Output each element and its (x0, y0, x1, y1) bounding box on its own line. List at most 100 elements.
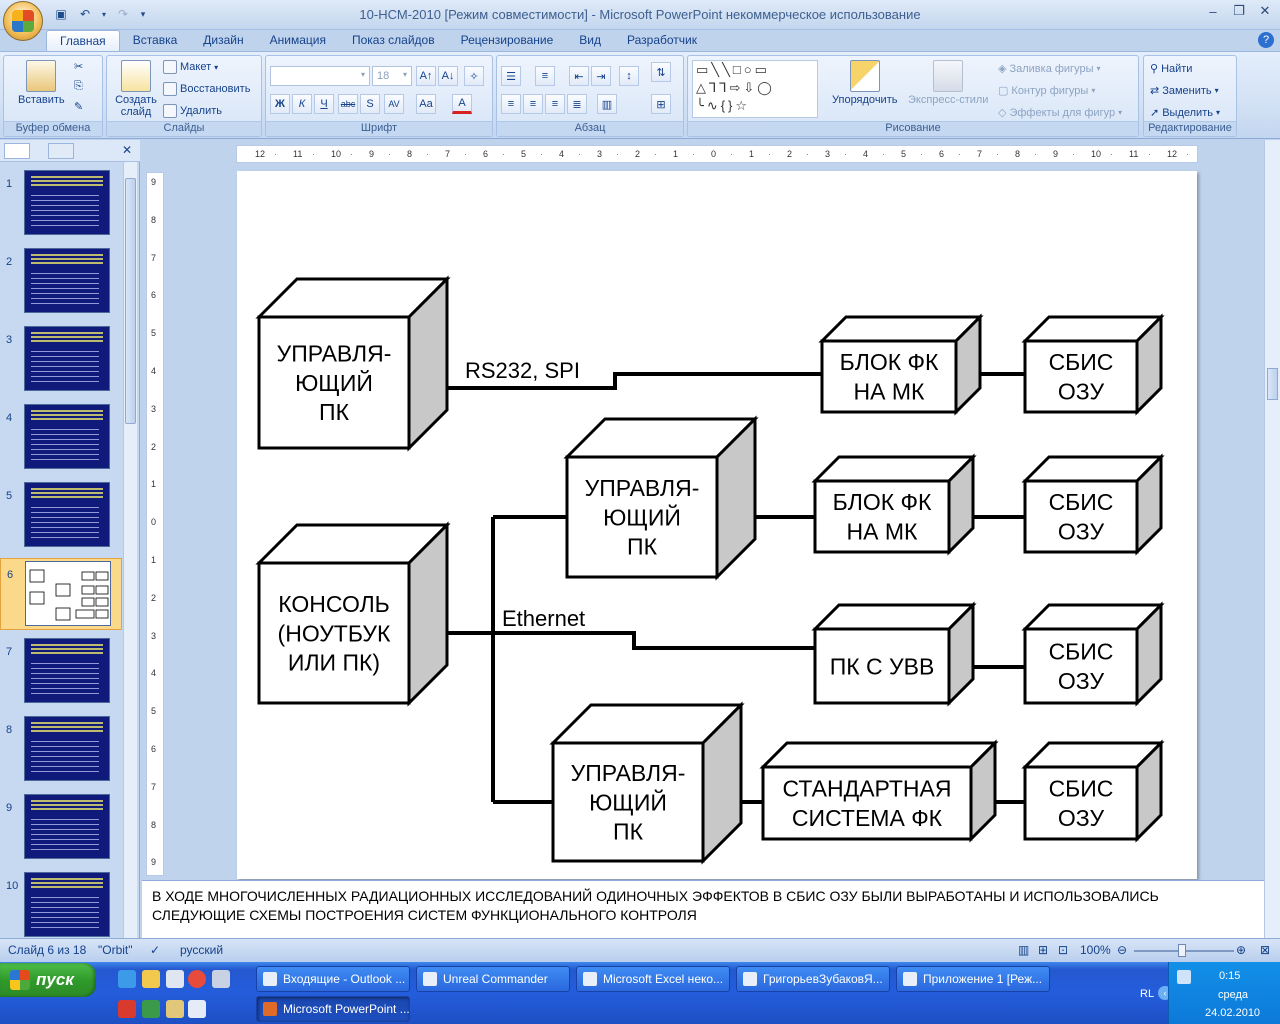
arrange-button[interactable]: Упорядочить (832, 60, 897, 106)
underline-button[interactable]: Ч (314, 94, 334, 114)
word-icon[interactable] (188, 1000, 206, 1018)
tab-outline-icon[interactable] (48, 143, 74, 159)
italic-button[interactable]: К (292, 94, 312, 114)
undo-dropdown-icon[interactable]: ▾ (101, 9, 106, 19)
zoom-out-icon[interactable]: ⊖ (1117, 943, 1128, 957)
bullets-button[interactable]: ☰ (501, 66, 521, 86)
taskbar-window-active[interactable]: Microsoft PowerPoint ... (256, 996, 410, 1022)
smartart-button[interactable]: ⊞ (651, 94, 671, 114)
grow-font-button[interactable]: A↑ (416, 66, 436, 86)
calc-icon[interactable] (212, 970, 230, 988)
chrome-icon[interactable] (188, 970, 206, 988)
justify-button[interactable]: ≣ (567, 94, 587, 114)
shapes-gallery[interactable]: ▭╲╲□○▭△⅂⅂⇨⇩◯╰∿{}☆ (692, 60, 818, 118)
slide-thumbnail[interactable]: 8 (0, 714, 122, 786)
help-icon[interactable]: ? (1258, 32, 1274, 48)
tab-animation[interactable]: Анимация (269, 33, 326, 47)
delete-slide-button[interactable]: Удалить (163, 104, 222, 118)
sorter-view-icon[interactable]: ⊞ (1038, 943, 1049, 957)
slide-thumbnail[interactable]: 4 (0, 402, 122, 474)
font-name-combo[interactable]: ▾ (270, 66, 370, 86)
clock-time[interactable]: 0:15 (1219, 970, 1241, 982)
new-slide-button[interactable]: Создать слайд (113, 60, 159, 118)
scroll-thumb[interactable] (1267, 368, 1278, 400)
save-icon[interactable]: ▣ (55, 7, 67, 21)
columns-button[interactable]: ▥ (597, 94, 617, 114)
strike-button[interactable]: abc (338, 94, 358, 114)
shape-outline-button[interactable]: ▢Контур фигуры▾ (998, 84, 1096, 98)
find-button[interactable]: ⚲Найти (1150, 62, 1193, 76)
minimize-icon[interactable]: – (1209, 3, 1217, 19)
decrease-indent-button[interactable]: ⇤ (569, 66, 589, 86)
tab-slides-icon[interactable] (4, 143, 30, 159)
bold-button[interactable]: Ж (270, 94, 290, 114)
zoom-knob[interactable] (1178, 944, 1186, 957)
ie-icon[interactable] (118, 970, 136, 988)
keyboard-language[interactable]: RL (1140, 988, 1155, 1000)
cut-icon[interactable]: ✂ (74, 61, 84, 73)
slide-thumbnail[interactable]: 10 (0, 870, 122, 938)
undo-icon[interactable]: ↶ (79, 7, 91, 21)
taskbar-window[interactable]: Unreal Commander (416, 966, 570, 992)
tab-design[interactable]: Дизайн (203, 33, 244, 47)
numbering-button[interactable]: ≡ (535, 66, 555, 86)
tab-review[interactable]: Рецензирование (460, 33, 554, 47)
tab-insert[interactable]: Вставка (132, 33, 178, 47)
shrink-font-button[interactable]: A↓ (438, 66, 458, 86)
app-icon-1[interactable] (118, 1000, 136, 1018)
zoom-in-icon[interactable]: ⊕ (1236, 943, 1247, 957)
format-painter-icon[interactable]: ✎ (74, 101, 84, 113)
app-icon-2[interactable] (166, 1000, 184, 1018)
start-button[interactable]: пуск (0, 963, 96, 997)
align-left-button[interactable]: ≡ (501, 94, 521, 114)
notes-scrollbar[interactable] (1264, 880, 1280, 938)
office-button[interactable] (3, 1, 43, 41)
align-right-button[interactable]: ≡ (545, 94, 565, 114)
clear-format-button[interactable]: ✧ (464, 66, 484, 86)
close-pane-icon[interactable]: ✕ (121, 143, 132, 157)
layout-button[interactable]: Макет▾ (163, 60, 218, 74)
commander-icon[interactable] (166, 970, 184, 988)
fit-window-icon[interactable]: ⊠ (1260, 943, 1271, 957)
restore-icon[interactable]: ❐ (1233, 3, 1245, 18)
excel-icon[interactable] (142, 1000, 160, 1018)
diagram-box-pcuvv[interactable]: ПК С УВВ (811, 601, 977, 707)
slide-thumbnail[interactable]: 7 (0, 636, 122, 708)
scroll-thumb[interactable] (125, 178, 136, 424)
shape-fill-button[interactable]: ◈Заливка фигуры▾ (998, 62, 1101, 76)
shape-effects-button[interactable]: ◇Эффекты для фигур▾ (998, 106, 1123, 120)
spacing-button[interactable]: AV (384, 94, 404, 114)
slide-thumbnail[interactable]: 1 (0, 168, 122, 240)
slide-thumbnail[interactable]: 3 (0, 324, 122, 396)
copy-icon[interactable]: ⎘ (74, 80, 83, 92)
case-button[interactable]: Aa (416, 94, 436, 114)
align-center-button[interactable]: ≡ (523, 94, 543, 114)
normal-view-icon[interactable]: ▥ (1018, 943, 1030, 957)
outlook-icon[interactable] (142, 970, 160, 988)
taskbar-window[interactable]: Приложение 1 [Реж... (896, 966, 1050, 992)
taskbar-window[interactable]: ГригорьевЗубаковЯ... (736, 966, 890, 992)
increase-indent-button[interactable]: ⇥ (591, 66, 611, 86)
paste-button[interactable]: Вставить (18, 60, 65, 106)
redo-icon[interactable]: ↷ (117, 7, 129, 21)
slide-thumbnail[interactable]: 6 (0, 558, 122, 630)
customize-qat-icon[interactable]: ▾ (140, 8, 146, 19)
tab-slideshow[interactable]: Показ слайдов (351, 33, 435, 47)
taskbar-window[interactable]: Входящие - Outlook ... (256, 966, 410, 992)
close-icon[interactable]: ✕ (1259, 3, 1271, 18)
font-color-button[interactable]: A (452, 94, 472, 114)
network-icon[interactable] (1177, 970, 1191, 984)
slide-thumbnail[interactable]: 2 (0, 246, 122, 318)
quick-styles-button[interactable]: Экспресс-стили (908, 60, 988, 106)
